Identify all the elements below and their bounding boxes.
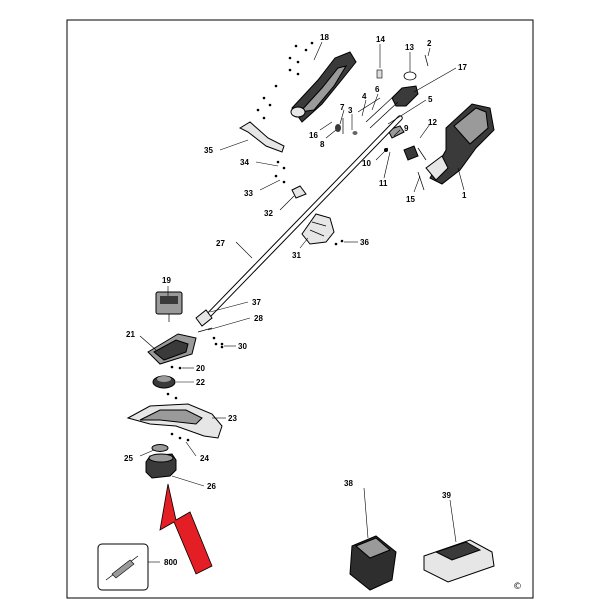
spool-assembly [145,444,177,479]
screw-set-20 [170,365,182,370]
spool-hub [152,375,176,389]
battery-charger [423,499,495,583]
callout-11: 11 [379,179,388,188]
handle-fasteners-32-34 [274,160,307,199]
callout-17: 17 [458,63,467,72]
callout-23: 23 [228,414,237,423]
callout-7: 7 [340,103,345,112]
callout-5: 5 [428,95,433,104]
callout-16: 16 [309,131,318,140]
callout-8: 8 [320,140,325,149]
callout-numbers: 18 14 13 2 17 6 4 5 7 3 16 8 9 12 10 11 … [124,33,522,592]
motor-housing [147,333,224,365]
callout-24: 24 [200,454,209,463]
callout-33: 33 [244,189,253,198]
callout-4: 4 [362,92,367,101]
callout-12: 12 [428,118,437,127]
callout-9: 9 [404,124,409,133]
callout-1: 1 [462,191,467,200]
callout-14: 14 [376,35,385,44]
callout-31: 31 [292,251,301,260]
page-frame [66,19,534,599]
callout-13: 13 [405,43,414,52]
screw-set-18 [256,41,314,120]
callout-30: 30 [238,342,247,351]
callout-15: 15 [406,195,415,204]
auxiliary-handle-bar [238,121,285,153]
callout-39: 39 [442,491,451,500]
front-handle-housing [417,103,495,191]
callout-35: 35 [204,146,213,155]
highlight-arrow [159,483,213,575]
guard [126,392,223,442]
callout-6: 6 [375,85,380,94]
callout-800: 800 [164,558,178,567]
callout-21: 21 [126,330,135,339]
callout-20: 20 [196,364,205,373]
callout-2: 2 [427,39,432,48]
callout-18: 18 [320,33,329,42]
callout-32: 32 [264,209,273,218]
pins-2-14 [376,54,429,79]
motor-unit [155,291,183,322]
callout-22: 22 [196,378,205,387]
callout-34: 34 [240,158,249,167]
inset-box-800 [97,543,160,591]
copyright-mark: © [513,582,522,592]
main-shaft [203,115,403,321]
switch-assembly-13-17 [365,71,419,129]
shaft-end-parts-28-37 [195,309,224,346]
callout-36: 36 [360,238,369,247]
callout-26: 26 [207,482,216,491]
callout-37: 37 [252,298,261,307]
callout-27: 27 [216,239,225,248]
callout-10: 10 [362,159,371,168]
callout-3: 3 [348,106,353,115]
handle-clamp [301,213,344,246]
callout-38: 38 [344,479,353,488]
rear-handle-housing [290,51,357,123]
callout-19: 19 [162,276,171,285]
battery-pack [349,487,397,591]
callout-25: 25 [124,454,133,463]
leader-lines [139,41,465,487]
small-components-3-4-7-8 [335,97,381,135]
callout-28: 28 [254,314,263,323]
